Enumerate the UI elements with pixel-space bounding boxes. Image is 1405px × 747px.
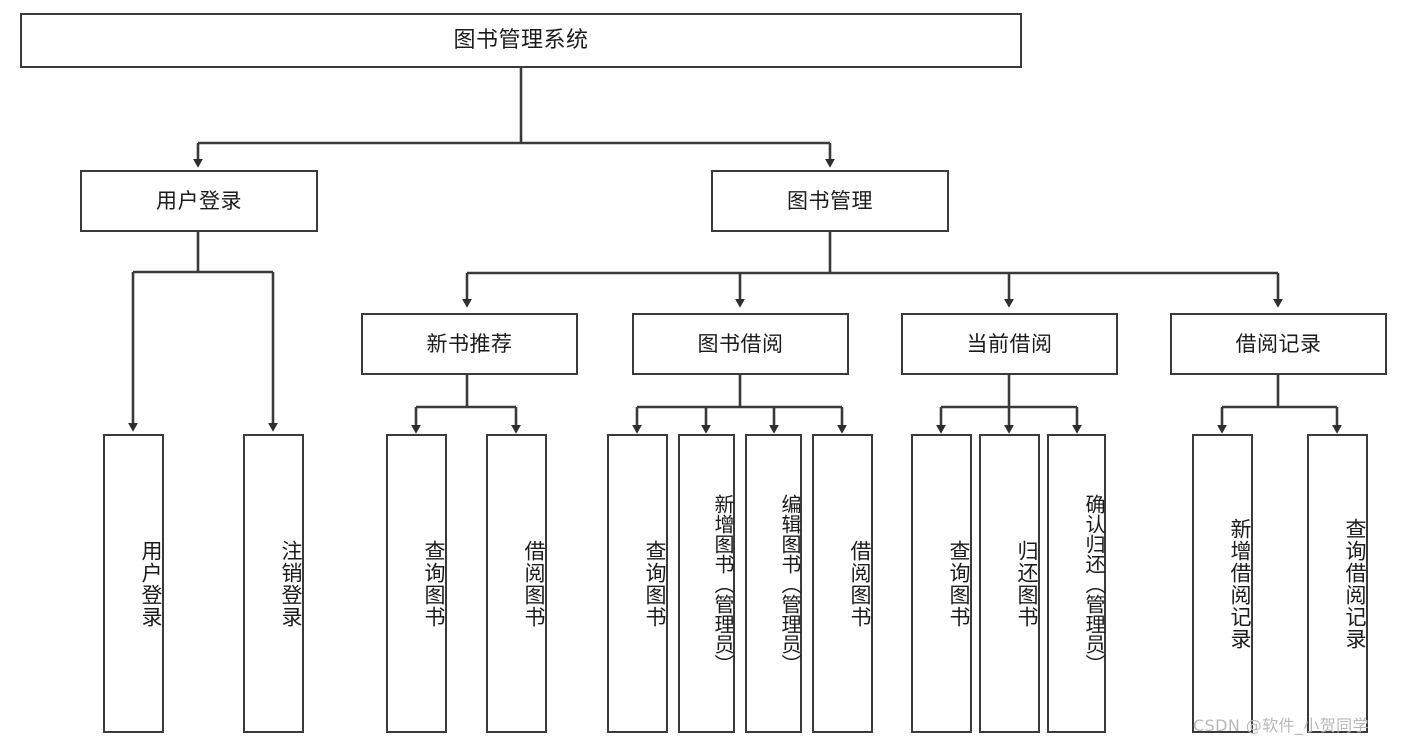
node-user-login[interactable]: 用户登录 — [80, 170, 318, 232]
node-label: 新增借阅记录 — [1228, 517, 1252, 650]
leaf-borrow-book-new[interactable]: 借阅图书 — [486, 434, 547, 733]
node-label: 确认归还（管理员） — [1082, 493, 1106, 674]
leaf-query-book-borrow[interactable]: 查询图书 — [607, 434, 668, 733]
node-label: 图书管理系统 — [453, 27, 589, 53]
node-book-management[interactable]: 图书管理 — [711, 170, 949, 232]
leaf-edit-book-admin[interactable]: 编辑图书（管理员） — [745, 434, 802, 733]
leaf-query-book-new[interactable]: 查询图书 — [386, 434, 447, 733]
node-borrow-record[interactable]: 借阅记录 — [1170, 313, 1387, 375]
node-label: 归还图书 — [1015, 539, 1039, 628]
node-label: 借阅图书 — [522, 539, 546, 628]
node-label: 注销登录 — [279, 539, 303, 628]
leaf-return-book[interactable]: 归还图书 — [979, 434, 1040, 733]
node-label: 借阅图书 — [848, 539, 872, 628]
node-label: 查询图书 — [643, 539, 667, 628]
node-label: 编辑图书（管理员） — [778, 493, 802, 674]
node-current-borrow[interactable]: 当前借阅 — [901, 313, 1118, 375]
node-label: 新书推荐 — [426, 331, 513, 356]
node-label: 查询借阅记录 — [1343, 517, 1367, 650]
leaf-query-book-current[interactable]: 查询图书 — [911, 434, 972, 733]
node-label: 用户登录 — [139, 539, 163, 628]
leaf-confirm-return-admin[interactable]: 确认归还（管理员） — [1047, 434, 1106, 733]
leaf-query-borrow-record[interactable]: 查询借阅记录 — [1307, 434, 1368, 733]
csdn-watermark: CSDN @软件_小贺同学 — [1193, 716, 1369, 735]
leaf-logout[interactable]: 注销登录 — [243, 434, 304, 733]
node-book-borrow[interactable]: 图书借阅 — [632, 313, 849, 375]
node-label: 用户登录 — [156, 188, 242, 213]
node-label: 图书借阅 — [697, 331, 784, 356]
node-label: 查询图书 — [422, 539, 446, 628]
node-root-book-management-system[interactable]: 图书管理系统 — [20, 13, 1022, 68]
node-new-book-recommend[interactable]: 新书推荐 — [361, 313, 578, 375]
leaf-add-book-admin[interactable]: 新增图书（管理员） — [678, 434, 735, 733]
node-label: 借阅记录 — [1235, 331, 1322, 356]
node-label: 图书管理 — [787, 188, 873, 213]
leaf-add-borrow-record[interactable]: 新增借阅记录 — [1192, 434, 1253, 733]
node-label: 当前借阅 — [966, 331, 1053, 356]
node-label: 新增图书（管理员） — [711, 493, 735, 674]
node-label: 查询图书 — [947, 539, 971, 628]
leaf-borrow-book[interactable]: 借阅图书 — [812, 434, 873, 733]
leaf-user-login[interactable]: 用户登录 — [103, 434, 164, 733]
